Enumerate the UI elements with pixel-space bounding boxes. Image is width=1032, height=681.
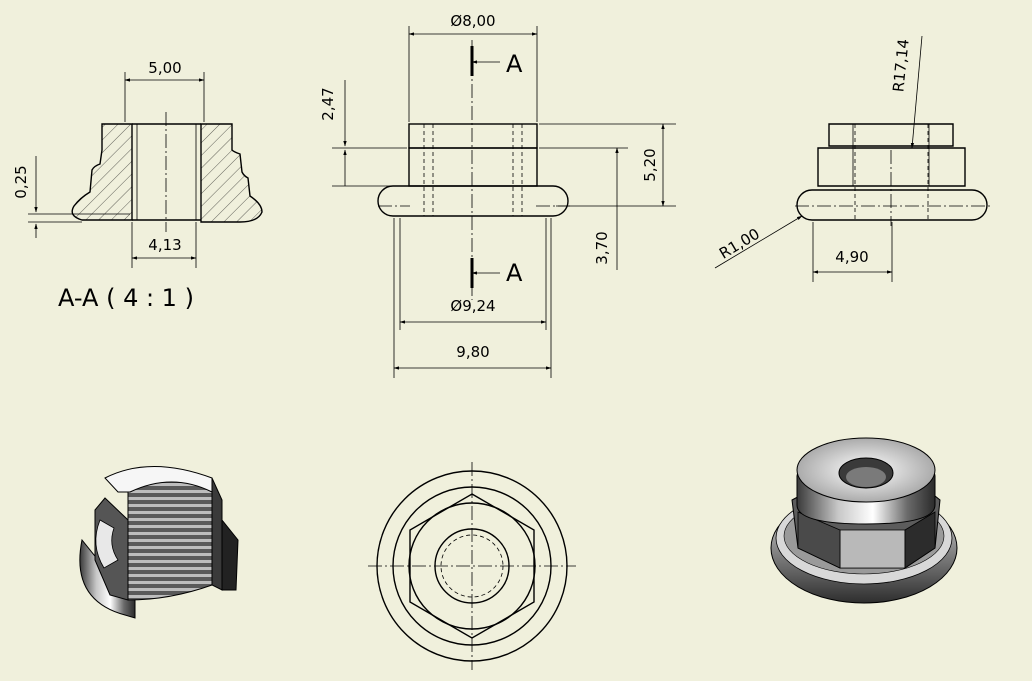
front-dim-diameter-top: Ø8,00 [450,12,495,30]
front-dim-total-height: 5,20 [641,148,659,181]
section-left-half [71,123,133,221]
isometric-view [770,437,958,604]
section-right-half [200,123,263,223]
side-dim-radius-top: R17,14 [889,38,912,93]
section-title: A-A ( 4 : 1 ) [58,284,194,312]
section-dim-top-width: 5,00 [148,59,181,77]
section-label-top: A [506,50,523,78]
section-view: 5,00 0,25 4,13 A-A ( 4 : 1 ) [12,59,263,312]
front-dim-base-height: 3,70 [593,231,611,264]
front-dim-overall-width: 9,80 [456,343,489,361]
section-label-bottom: A [506,259,523,287]
side-view: R17,14 R1,00 4,90 [714,35,990,282]
front-dim-diameter-flange: Ø9,24 [450,297,495,315]
bottom-view [368,462,576,670]
side-dim-inner-width: 4,90 [835,248,868,266]
section-dim-bore: 4,13 [148,236,181,254]
section-isometric-view [79,466,239,619]
side-dim-radius-edge: R1,00 [716,225,763,263]
front-view: A A Ø8,00 2,47 5,20 3,70 Ø9,24 9,80 [319,12,676,378]
front-dim-hex-height: 2,47 [319,87,337,120]
section-dim-flange-thk: 0,25 [12,165,30,198]
